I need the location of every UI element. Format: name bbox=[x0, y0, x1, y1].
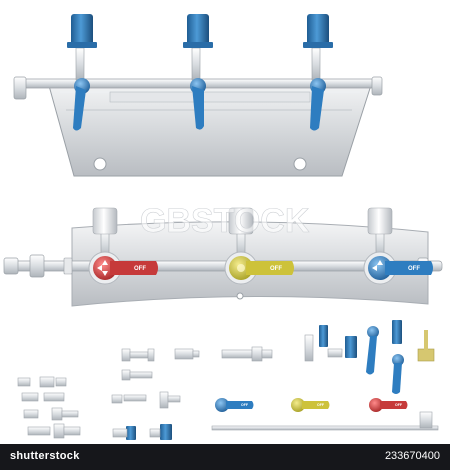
top-stopcock-1 bbox=[67, 14, 97, 131]
mount-hole-right bbox=[293, 157, 307, 171]
top-manifold bbox=[13, 14, 383, 177]
stopcock-off-label: OFF bbox=[241, 403, 249, 407]
blue-cap-icon bbox=[319, 325, 328, 347]
stopcock-off-label: OFF bbox=[134, 266, 146, 272]
small-red-key: OFF bbox=[369, 398, 408, 412]
blue-cap-icon bbox=[307, 14, 329, 48]
blue-cap-icon bbox=[187, 14, 209, 48]
small-blue-key: OFF bbox=[215, 398, 254, 412]
watermark: GBSTOCK bbox=[140, 202, 310, 240]
footer-image-id: 233670400 bbox=[384, 450, 440, 462]
top-stopcock-2 bbox=[183, 14, 213, 130]
blue-cap-icon bbox=[71, 14, 93, 48]
footer-bar bbox=[0, 444, 450, 470]
middle-manifold: OFF OFF OFF bbox=[3, 207, 443, 307]
red-stopcock: OFF bbox=[88, 207, 158, 285]
loose-parts: OFF OFF OFF bbox=[17, 320, 439, 440]
blue-stopcock: OFF bbox=[363, 207, 433, 285]
white-cap-icon bbox=[367, 207, 393, 235]
blue-cap-icon bbox=[392, 320, 402, 344]
blue-caps bbox=[126, 320, 402, 440]
white-cap-icon bbox=[92, 207, 118, 235]
stopcock-off-label: OFF bbox=[408, 266, 420, 272]
white-cap-icon bbox=[228, 207, 254, 235]
stopcock-off-label: OFF bbox=[395, 403, 403, 407]
top-stopcock-3 bbox=[303, 14, 333, 131]
yellow-stopcock: OFF bbox=[224, 207, 294, 285]
connector-part bbox=[17, 334, 439, 439]
stopcock-off-label: OFF bbox=[317, 403, 325, 407]
blue-cap-icon bbox=[345, 336, 357, 358]
mount-hole-left bbox=[93, 157, 107, 171]
small-yellow-key: OFF bbox=[291, 398, 330, 412]
footer-brand: shutterstock bbox=[10, 450, 80, 462]
stopcock-off-label: OFF bbox=[270, 266, 282, 272]
yellow-connector bbox=[417, 348, 435, 362]
